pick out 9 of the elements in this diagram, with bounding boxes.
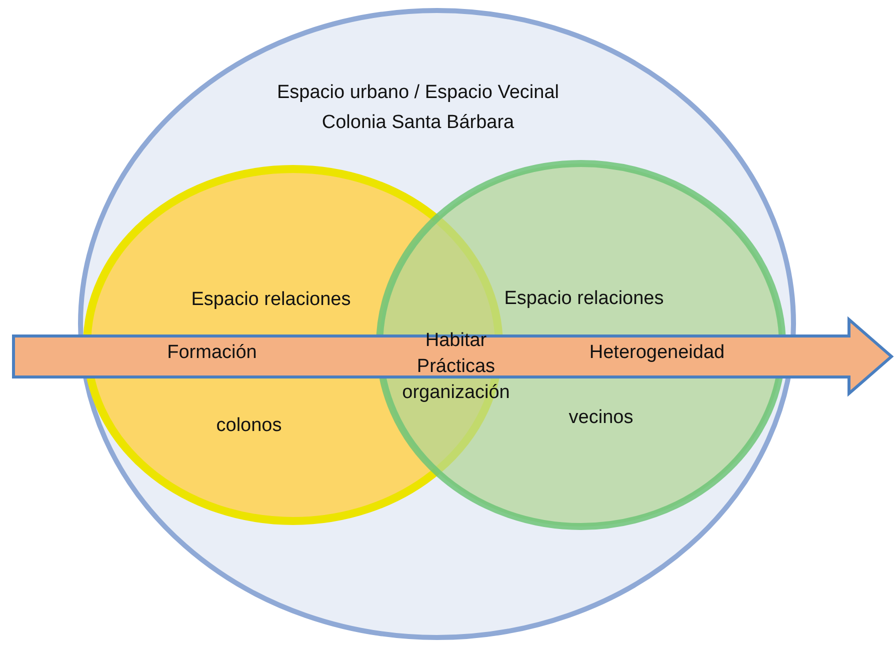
arrow-label: Heterogeneidad (589, 342, 725, 364)
heading-text: Colonia Santa Bárbara (322, 112, 514, 134)
circle-label: Espacio relaciones (191, 289, 351, 311)
circle-label: Espacio relaciones (504, 288, 664, 310)
circle-label: vecinos (568, 407, 634, 429)
arrow-label: Formación (167, 342, 257, 364)
circle-label: colonos (216, 415, 282, 437)
outer-ellipse (78, 8, 796, 640)
heading-text: Espacio urbano / Espacio Vecinal (277, 82, 559, 104)
